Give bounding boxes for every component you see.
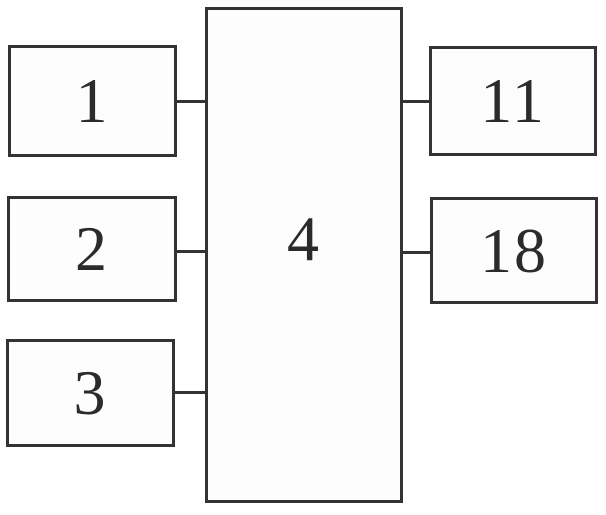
connector-line-4-to-11	[401, 100, 431, 103]
block-4-label: 4	[287, 203, 321, 274]
diagram-block-11: 11	[429, 46, 597, 156]
connector-line-2-to-4	[175, 250, 207, 253]
diagram-block-18: 18	[430, 197, 598, 304]
block-18-label: 18	[480, 214, 548, 286]
connector-line-4-to-18	[401, 251, 432, 254]
connector-line-1-to-4	[175, 100, 207, 103]
block-2-label: 2	[75, 213, 109, 284]
block-11-label: 11	[480, 65, 546, 136]
connector-line-3-to-4	[173, 391, 207, 394]
block-1-label: 1	[75, 65, 110, 136]
diagram-block-2: 2	[7, 196, 177, 302]
diagram-block-1: 1	[8, 45, 177, 157]
block-3-label: 3	[73, 357, 108, 428]
diagram-block-4: 4	[205, 7, 403, 503]
diagram-block-3: 3	[6, 339, 175, 447]
